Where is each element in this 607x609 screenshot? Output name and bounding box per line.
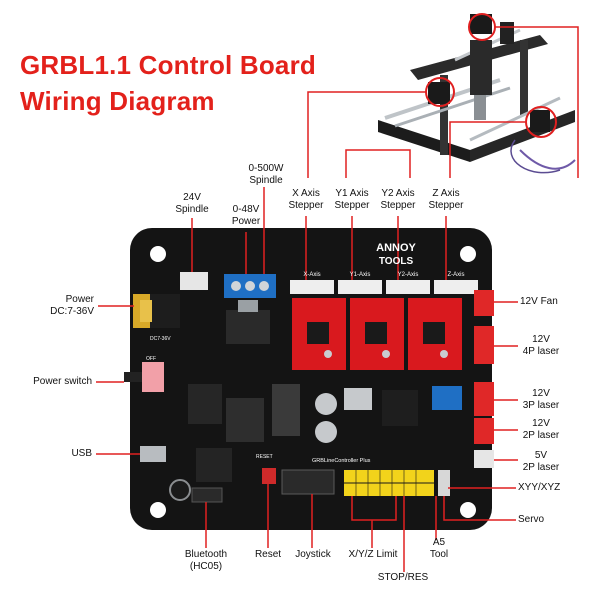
- label-bluetooth-line1: Bluetooth: [184, 549, 228, 560]
- label-12v-4p-laser: 12V 4P laser: [516, 334, 566, 358]
- silk-dc: DC7-36V: [150, 336, 171, 342]
- label-2p12-line1: 12V: [532, 418, 550, 429]
- label-24v-spindle-line1: 24V: [183, 192, 201, 203]
- label-usb: USB: [71, 448, 92, 459]
- label-24v-spindle-line2: Spindle: [175, 204, 209, 215]
- bluetooth-header: [191, 487, 223, 503]
- label-power-line2: Power: [231, 216, 261, 227]
- label-xyy-xyz: XYY/XYZ: [518, 482, 561, 493]
- silk-z-axis: Z-Axis: [448, 272, 465, 278]
- stepper-connectors: [290, 280, 478, 294]
- silk-y2-axis: Y2-Axis: [398, 272, 419, 278]
- label-2p5-line2: 2P laser: [522, 462, 560, 473]
- mosfet-tab: [238, 300, 258, 312]
- label-0-48v-power: 0-48V Power: [222, 204, 270, 228]
- silk-reset: RESET: [256, 454, 273, 460]
- silk-off: OFF: [146, 356, 156, 362]
- label-2p12-line2: 2P laser: [522, 430, 560, 441]
- label-y1-axis-stepper: Y1 Axis Stepper: [328, 188, 376, 212]
- label-joystick: Joystick: [295, 549, 331, 560]
- label-stop-res: STOP/RES: [377, 572, 429, 583]
- usb-port: [140, 446, 166, 462]
- mosfet-chip: [226, 310, 270, 344]
- label-z-axis-stepper: Z Axis Stepper: [422, 188, 470, 212]
- label-y2-axis-line1: Y2 Axis: [381, 188, 415, 199]
- label-y1-axis-line2: Stepper: [334, 200, 370, 211]
- label-24v-spindle: 24V Spindle: [168, 192, 216, 216]
- label-500w-line2: Spindle: [249, 175, 283, 186]
- power-terminal-block: [224, 274, 276, 298]
- label-bluetooth-line2: (HC05): [189, 561, 223, 572]
- brand-line2: TOOLS: [379, 256, 414, 267]
- label-a5-line2: Tool: [429, 549, 449, 560]
- diagram-title-line2: Wiring Diagram: [20, 86, 215, 116]
- diagram-title-line1: GRBL1.1 Control Board: [20, 50, 316, 80]
- label-12v-2p-laser: 12V 2P laser: [516, 418, 566, 442]
- label-500w-line1: 0-500W: [248, 163, 284, 174]
- label-power-dc-line2: DC:7-36V: [50, 306, 94, 317]
- silk-y1-axis: Y1-Axis: [350, 272, 371, 278]
- label-5v-2p-laser: 5V 2P laser: [516, 450, 566, 474]
- stepper-drivers: [292, 298, 462, 370]
- limit-switch-headers: [344, 470, 450, 496]
- label-3p-line2: 3P laser: [522, 400, 560, 411]
- cnc-machine-illustration: [372, 13, 576, 174]
- joystick-header: [281, 469, 335, 495]
- label-x-axis-line1: X Axis: [292, 188, 320, 199]
- label-xyz-limit: X/Y/Z Limit: [348, 549, 398, 560]
- label-reset: Reset: [254, 549, 282, 560]
- label-power-switch: Power switch: [33, 376, 92, 387]
- brand-line1: ANNOY: [376, 242, 416, 254]
- leader-lines: [96, 187, 518, 572]
- label-y2-axis-line2: Stepper: [380, 200, 416, 211]
- label-12v-fan: 12V Fan: [520, 296, 558, 307]
- board-components: [169, 384, 418, 501]
- label-power-dc: Power DC:7-36V: [30, 294, 94, 318]
- label-a5-tool: A5 Tool: [424, 537, 454, 561]
- label-4p-line1: 12V: [532, 334, 550, 345]
- label-4p-line2: 4P laser: [522, 346, 560, 357]
- reset-button-component: [262, 468, 276, 484]
- label-servo: Servo: [518, 514, 545, 525]
- label-500w-spindle: 0-500W Spindle: [238, 163, 294, 187]
- spindle-24v-connector: [180, 272, 208, 290]
- label-x-axis-stepper: X Axis Stepper: [282, 188, 330, 212]
- label-power-dc-line1: Power: [65, 294, 94, 305]
- right-connectors: [432, 290, 494, 468]
- power-switch-component: [124, 362, 164, 392]
- label-power-line1: 0-48V: [232, 204, 260, 215]
- label-a5-line1: A5: [432, 537, 446, 548]
- label-z-axis-line1: Z Axis: [432, 188, 460, 199]
- leader-lines-photo: [307, 26, 579, 178]
- silkscreen: ANNOY TOOLS X-Axis Y1-Axis Y2-Axis Z-Axi…: [146, 242, 465, 464]
- silk-controller: GRBLineController Plus: [312, 458, 371, 464]
- label-y1-axis-line1: Y1 Axis: [335, 188, 369, 199]
- dc-power-jack: [133, 294, 180, 328]
- label-bluetooth: Bluetooth (HC05): [176, 549, 236, 573]
- label-12v-3p-laser: 12V 3P laser: [516, 388, 566, 412]
- silk-x-axis: X-Axis: [303, 272, 320, 278]
- label-x-axis-line2: Stepper: [288, 200, 324, 211]
- label-z-axis-line2: Stepper: [428, 200, 464, 211]
- label-3p-line1: 12V: [532, 388, 550, 399]
- label-y2-axis-stepper: Y2 Axis Stepper: [374, 188, 422, 212]
- label-2p5-line1: 5V: [534, 450, 548, 461]
